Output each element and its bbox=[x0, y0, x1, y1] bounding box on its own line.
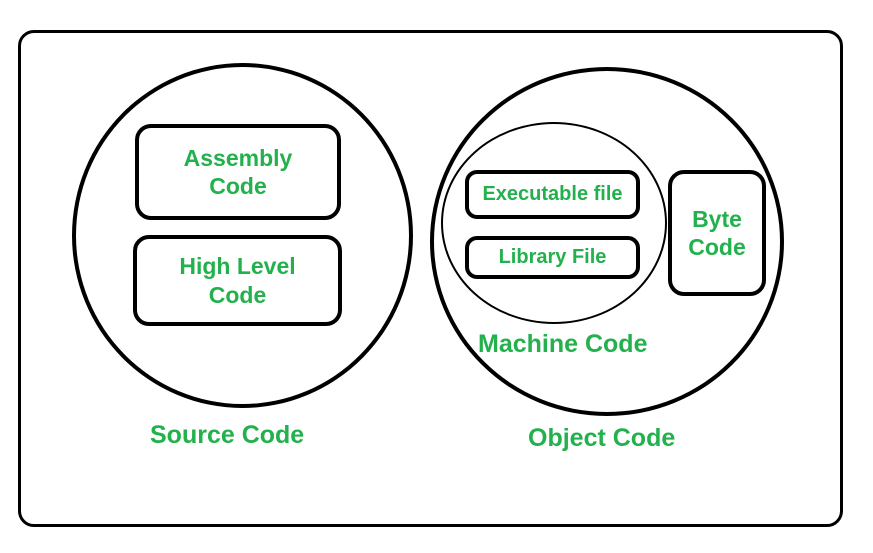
object-code-label: Object Code bbox=[528, 424, 676, 452]
outer-frame-border bbox=[18, 30, 843, 527]
library-file-label: Library File bbox=[498, 246, 607, 269]
machine-code-label: Machine Code bbox=[478, 330, 648, 358]
high-level-code-label-line1: High Level bbox=[179, 253, 296, 280]
assembly-code-box: Assembly Code bbox=[135, 124, 341, 220]
machine-code-ellipse bbox=[441, 122, 667, 324]
byte-code-label-line1: Byte bbox=[692, 205, 742, 232]
high-level-code-label-line2: Code bbox=[208, 281, 267, 308]
library-file-box: Library File bbox=[465, 236, 640, 279]
object-code-circle bbox=[430, 67, 784, 416]
high-level-code-box: High Level Code bbox=[133, 235, 342, 326]
byte-code-box: Byte Code bbox=[668, 170, 766, 296]
assembly-code-label-line2: Code bbox=[209, 173, 267, 199]
executable-file-box: Executable file bbox=[465, 170, 640, 219]
executable-file-label: Executable file bbox=[482, 183, 623, 206]
assembly-code-label-line1: Assembly bbox=[183, 144, 293, 171]
source-code-label: Source Code bbox=[150, 421, 305, 449]
byte-code-label-line2: Code bbox=[688, 234, 746, 260]
source-code-circle bbox=[72, 63, 413, 408]
